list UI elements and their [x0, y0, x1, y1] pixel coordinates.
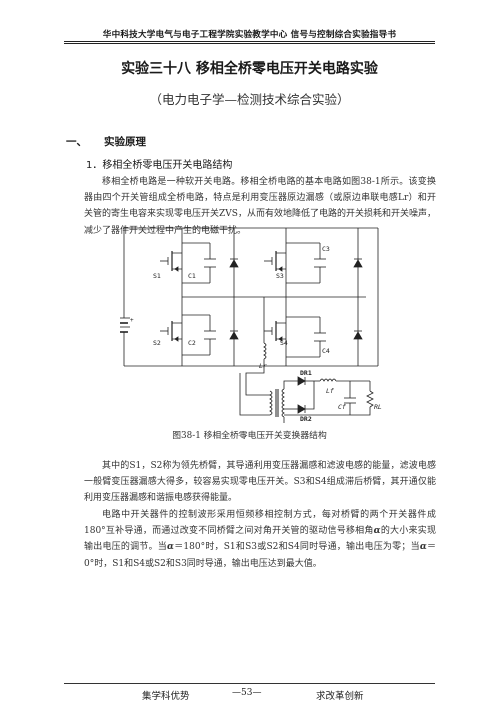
paragraph-control: 电路中开关器件的控制波形采用恒频移相控制方式，每对桥臂的两个开关器件成180°互…	[84, 507, 436, 572]
diode-dr1-icon	[297, 376, 306, 386]
paragraph-intro: 移相全桥电路是一种软开关电路。移相全桥电路的基本电路如图38-1所示。该变换器由…	[84, 177, 436, 236]
alpha-symbol-2: α	[167, 542, 174, 553]
circuit-diagram: + S1 S2 C1 C2	[120, 227, 382, 423]
p3-part1: 电路中开关器件的控制波形采用恒频移相控制方式，每对桥臂的两个开关器件成180°互…	[84, 510, 436, 537]
section-label: 实验原理	[104, 136, 146, 148]
page-title: 实验三十八 移相全桥零电压开关电路实验	[121, 61, 378, 77]
paragraph-legs: 其中的S1，S2称为领先桥臂，其导通利用变压器漏感和滤波电感的能量，滤波电感一般…	[84, 461, 436, 504]
section-heading: 一、 实验原理	[66, 134, 146, 149]
label-s1: S1	[153, 272, 161, 280]
label-s2: S2	[153, 339, 161, 347]
label-lr: Lr	[259, 362, 267, 370]
resistor-rl-icon	[366, 390, 374, 408]
running-header: 华中科技大学电气与电子工程学院实验教学中心 信号与控制综合实验指导书	[102, 30, 397, 40]
label-c1: C1	[188, 272, 196, 280]
alpha-symbol-3: α	[419, 542, 427, 553]
capacitor-c1-icon	[204, 258, 216, 268]
figure-caption: 图38-1 移相全桥零电压开关变换器结构	[172, 431, 327, 441]
label-dr2: DR2	[300, 415, 312, 423]
diode-d1-icon	[229, 258, 239, 268]
footer-left: 集学科优势	[142, 691, 190, 702]
diode-d3-icon	[353, 258, 363, 268]
alpha-symbol-1: α	[373, 526, 381, 537]
label-s3: S3	[276, 272, 284, 280]
label-dr1: DR1	[300, 369, 312, 377]
p3-part4: ＝0°时，S1和S4或S2和S3同时导通，输出电压达到最大值。	[84, 542, 436, 569]
dc-source-icon: +	[120, 317, 134, 333]
mosfet-s2-icon	[160, 321, 182, 342]
diode-d2-icon	[229, 330, 239, 340]
header-rule	[64, 41, 435, 42]
capacitor-c4-icon	[314, 332, 326, 342]
footer-rule	[64, 683, 435, 684]
transformer-icon	[269, 388, 285, 418]
mosfet-s4-icon	[264, 321, 286, 342]
section-number: 一、	[66, 136, 87, 148]
subsection-heading: 1．移相全桥零电压开关电路结构	[86, 160, 233, 171]
svg-text:+: +	[130, 317, 134, 324]
mosfet-s3-icon	[264, 251, 286, 272]
p3-part3: ＝180°时，S1和S3或S2和S4同时导通，输出电压为零；当	[173, 542, 420, 553]
label-cf: Cf	[338, 403, 346, 411]
mosfet-s1-icon	[160, 251, 182, 272]
label-c3: C3	[322, 245, 330, 253]
label-lf: Lf	[326, 387, 334, 395]
footer-right: 求改革创新	[316, 691, 364, 702]
capacitor-c3-icon	[314, 258, 326, 268]
label-rl: RL	[374, 403, 382, 411]
inductor-lr-icon	[263, 342, 267, 360]
inductor-lf-icon	[319, 378, 337, 382]
label-c2: C2	[188, 339, 196, 347]
page-subtitle: （电力电子学—检测技术综合实验）	[149, 92, 350, 107]
label-c4: C4	[322, 347, 330, 355]
header-rule-thin	[64, 43, 435, 44]
p3-part2: 的大小来实现输出电压的调节。当	[84, 526, 436, 553]
diode-d4-icon	[353, 330, 363, 340]
diode-dr2-icon	[297, 404, 306, 414]
label-s4: S4	[280, 339, 288, 347]
page-number: —53—	[232, 688, 262, 698]
capacitor-c2-icon	[204, 330, 216, 340]
